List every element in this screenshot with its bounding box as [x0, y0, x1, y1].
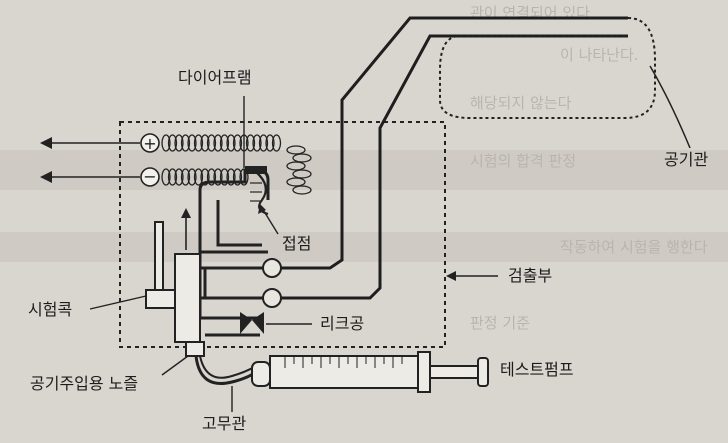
- spring-loop: [265, 134, 275, 152]
- plus-terminal: [140, 133, 160, 153]
- contact-leader: [261, 207, 279, 235]
- spring-loop: [258, 134, 269, 152]
- diaphragm-chamber: [198, 168, 270, 254]
- test-cock-handle: [145, 289, 176, 309]
- spring-loop: [286, 161, 306, 171]
- background-text: 작동하여 시험을 행한다: [560, 238, 708, 256]
- diaphragm-arrows: [250, 182, 262, 202]
- spring-loop: [167, 168, 178, 186]
- background-band: [0, 150, 728, 190]
- contact-label: 접점: [282, 234, 312, 253]
- rubber-tube: [194, 355, 257, 385]
- contact-leader-arrow: [258, 204, 266, 214]
- spring-loop: [252, 134, 262, 152]
- spring-loop: [193, 134, 204, 152]
- spring-loop: [232, 134, 243, 152]
- air-pipe: [270, 16, 628, 300]
- spring-loop: [167, 134, 178, 152]
- arrow-left-minus: [40, 171, 52, 183]
- spring-loop: [292, 185, 312, 195]
- arrow-left-plus: [40, 137, 52, 149]
- minus-terminal: [140, 167, 160, 187]
- background-text: 해당되지 않는다: [470, 94, 572, 112]
- spring-loop: [286, 145, 306, 155]
- plus-terminal-sign: +: [143, 134, 156, 153]
- spring-loop: [187, 168, 197, 186]
- spring-loop: [271, 134, 282, 152]
- test-cock-leader: [89, 295, 147, 310]
- spring-loop: [180, 134, 191, 152]
- detector-leader-arrow: [446, 271, 456, 281]
- air-pipe-label: 공기관: [664, 150, 709, 169]
- spring-loop: [292, 153, 312, 163]
- spring-loop: [180, 168, 191, 186]
- spring-loop: [174, 134, 184, 152]
- test-cock-stem: [154, 221, 164, 291]
- spring-loop: [219, 134, 230, 152]
- spring-loop: [245, 134, 256, 152]
- air-pipe-leader: [649, 65, 691, 149]
- spring-loop: [226, 168, 236, 186]
- spring-loop: [206, 168, 217, 186]
- diaphragm-label: 다이어프램: [178, 68, 252, 87]
- background-text: 시험의 합격 판정: [470, 152, 577, 170]
- spring-loop: [187, 134, 197, 152]
- junction-upper: [262, 258, 282, 278]
- spring-loop: [213, 168, 223, 186]
- spring-loop: [286, 177, 306, 187]
- air-nozzle-leader: [161, 355, 189, 376]
- test-cock-label: 시험콕: [28, 300, 73, 319]
- spring-loop: [161, 168, 171, 186]
- background-band: [0, 232, 728, 262]
- leak-hole-label: 리크공: [320, 314, 365, 333]
- spring-coils: [161, 134, 312, 195]
- background-text: 판정 기준: [470, 314, 530, 332]
- flow-arrowhead: [181, 208, 191, 218]
- minus-terminal-sign: −: [143, 167, 156, 186]
- detector-boundary: [119, 121, 446, 348]
- spring-loop: [200, 134, 210, 152]
- spring-loop: [200, 168, 210, 186]
- spring-loop: [292, 169, 312, 179]
- test-pump-label: 테스트펌프: [500, 360, 574, 379]
- detector-label: 검출부: [508, 266, 553, 285]
- air-inlet-nozzle: [185, 341, 205, 357]
- spring-loop: [206, 134, 217, 152]
- spring-loop: [232, 168, 243, 186]
- spring-loop: [213, 134, 223, 152]
- air-pipe-loop: [439, 17, 656, 119]
- test-cock-body: [174, 253, 201, 343]
- spring-loop: [174, 168, 184, 186]
- test-pump: [251, 351, 489, 393]
- spring-loop: [161, 134, 171, 152]
- spring-loop: [219, 168, 230, 186]
- spring-loop: [226, 134, 236, 152]
- lead-wires: [45, 142, 140, 178]
- rubber-tube-label: 고무관: [202, 414, 247, 433]
- junction-lower: [262, 288, 282, 308]
- leak-hole: [240, 312, 264, 334]
- contact-point: [245, 166, 267, 174]
- background-text: 이 나타난다.: [560, 46, 639, 64]
- air-nozzle-label: 공기주입용 노즐: [30, 374, 139, 393]
- spring-loop: [193, 168, 204, 186]
